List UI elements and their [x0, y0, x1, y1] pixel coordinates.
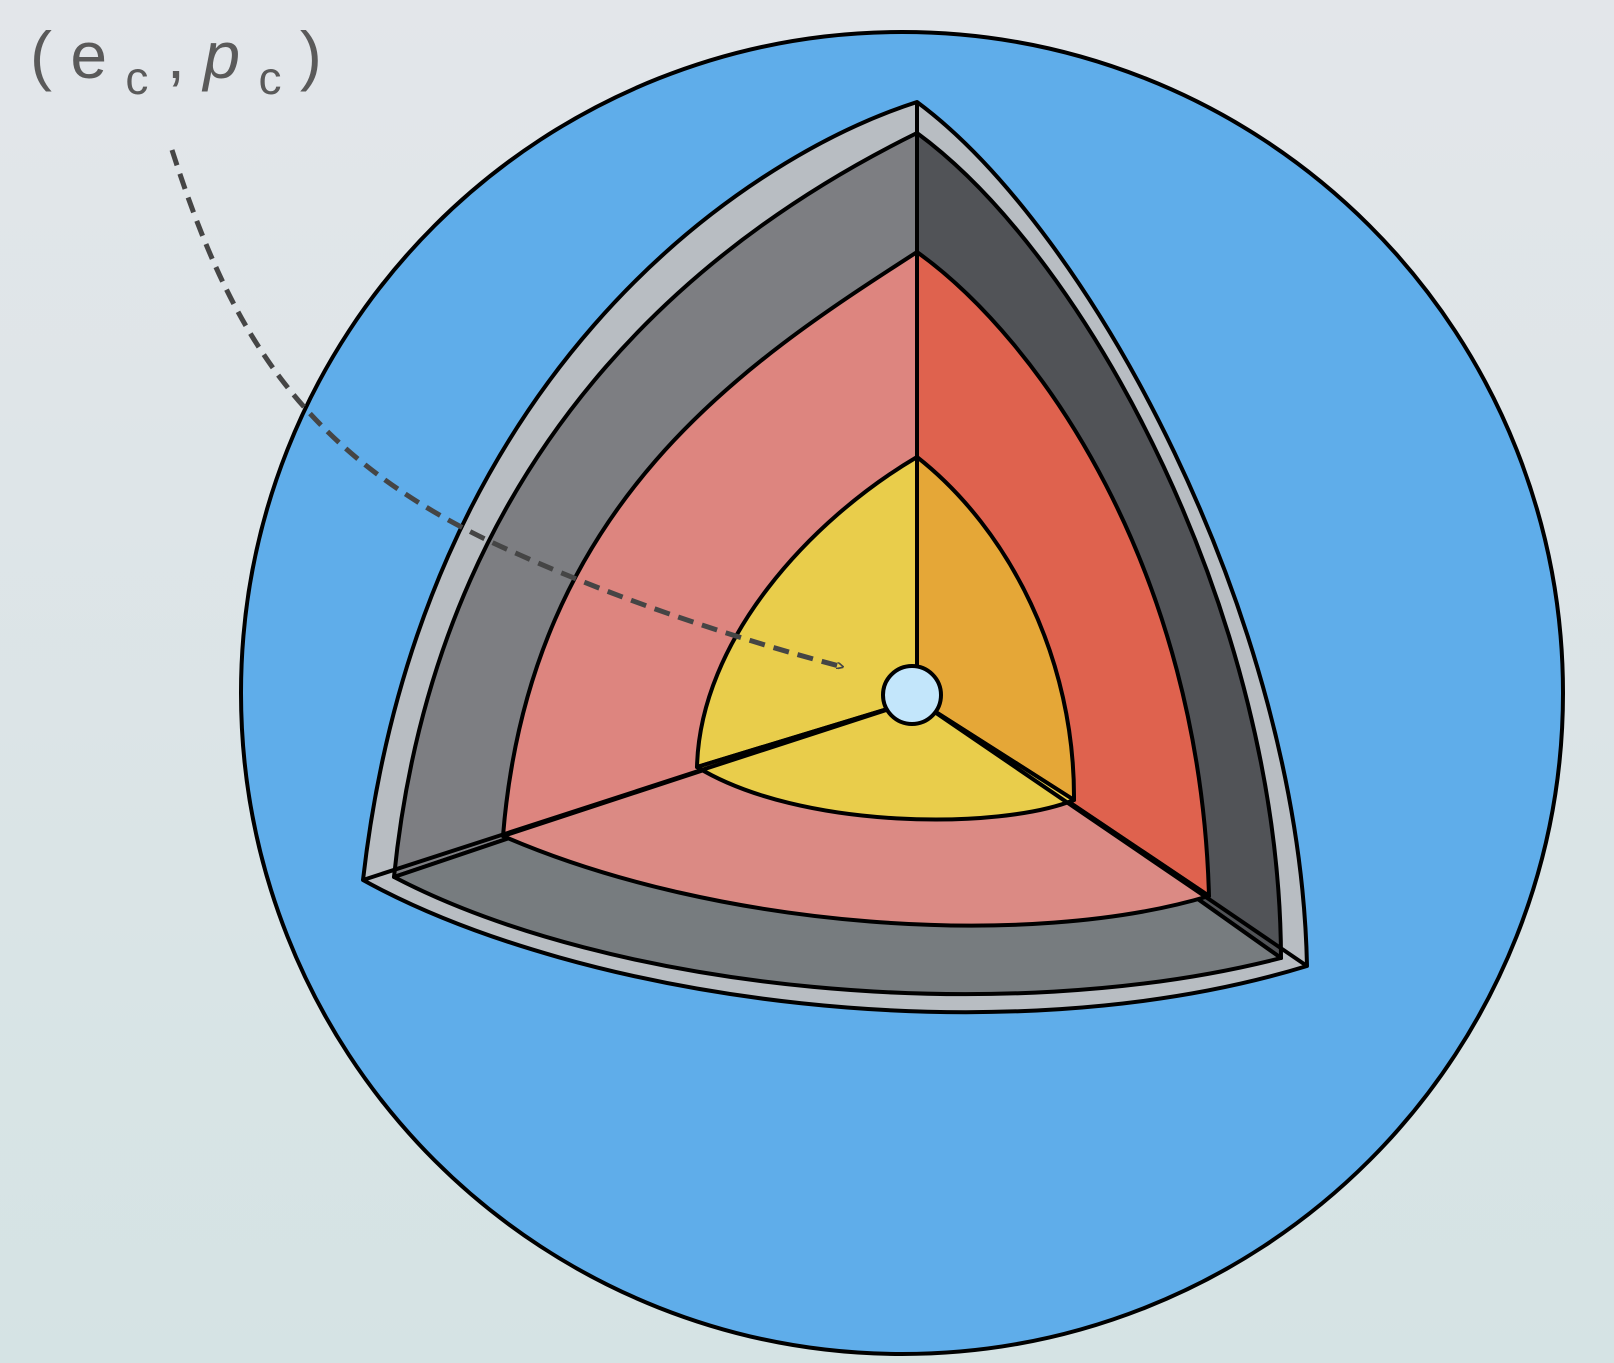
core-bottom-face	[695, 698, 1076, 822]
label-e-base: e	[70, 18, 107, 92]
core-left-face	[695, 455, 919, 769]
core-right-face	[915, 455, 1077, 802]
central-conditions-label: ( e c , p c )	[30, 18, 322, 108]
label-close-paren: )	[300, 18, 322, 92]
dashed-arrow	[169, 149, 843, 667]
label-p-base: p	[201, 18, 240, 92]
edge-right	[915, 698, 1309, 968]
center-point	[881, 664, 943, 726]
label-p-sub: c	[258, 52, 281, 104]
label-e-sub: c	[125, 52, 148, 104]
label-comma: ,	[167, 18, 204, 92]
cutaway-wedge	[361, 100, 1309, 1015]
label-open-paren: (	[30, 18, 52, 92]
edge-left	[362, 698, 918, 882]
